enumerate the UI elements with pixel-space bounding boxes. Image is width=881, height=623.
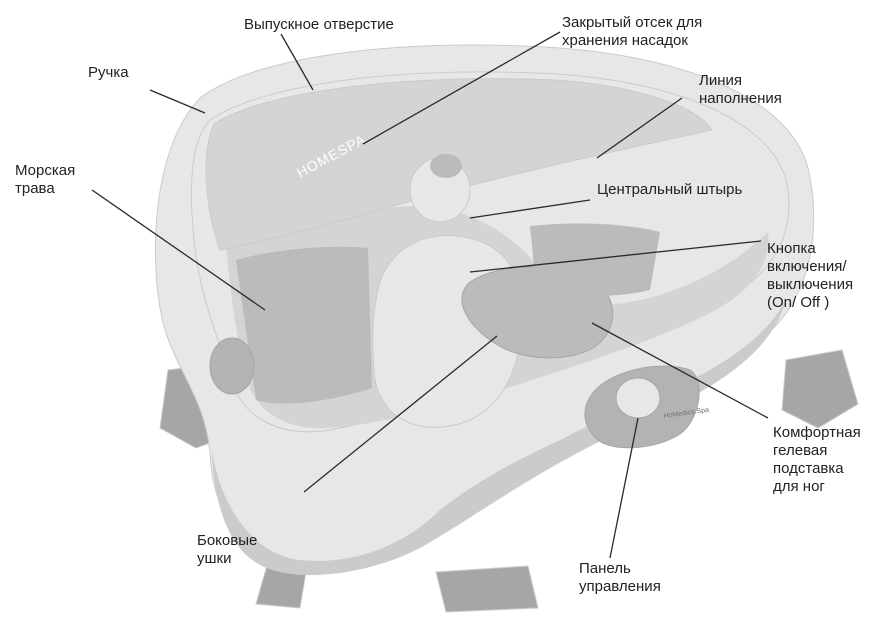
label-outlet: Выпускное отверстие [244,16,394,34]
label-handle: Ручка [88,64,129,82]
seaweed-rollers [236,247,372,404]
power-button [616,378,660,418]
side-handle-knob [210,338,254,394]
label-storage-compartment: Закрытый отсек для хранения насадок [562,14,702,50]
front-right-foot [436,566,538,612]
label-seaweed: Морская трава [15,162,75,198]
rear-right-foot [782,350,858,428]
label-power-button: Кнопка включения/ выключения (On/ Off ) [767,240,853,312]
label-control-panel: Панель управления [579,560,661,596]
center-pin-tip [430,154,462,178]
label-fill-line: Линия наполнения [699,72,782,108]
label-center-pin: Центральный штырь [597,181,742,199]
label-gel-pad: Комфортная гелевая подставка для ног [773,424,861,496]
seaweed-rollers-right [530,224,660,296]
label-side-tabs: Боковые ушки [197,532,257,568]
